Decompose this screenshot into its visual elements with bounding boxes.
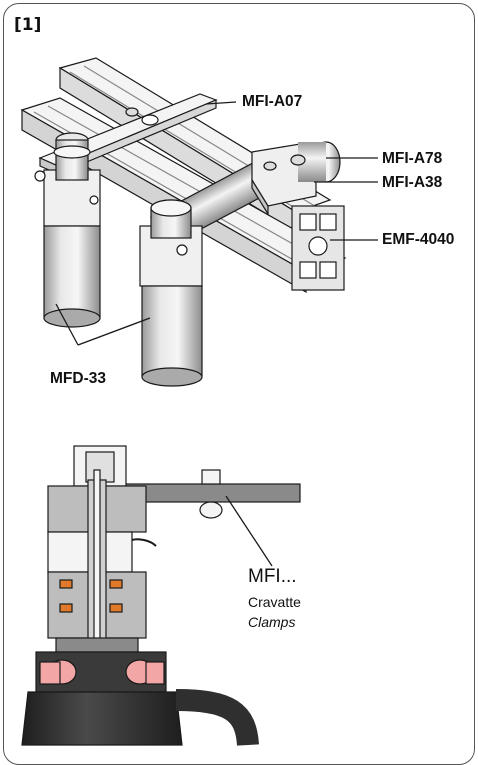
label-mfd-33: MFD-33 (50, 370, 106, 387)
label-mfi-a07: MFI-A07 (242, 93, 303, 110)
label-mfi-part: MFI... (248, 566, 297, 587)
label-mfi-a38: MFI-A38 (382, 174, 443, 191)
leader-lines-upper (55, 101, 378, 346)
caption-cravatte: Cravatte (248, 594, 301, 610)
label-emf-4040: EMF-4040 (382, 231, 455, 248)
section-drawing (21, 445, 301, 747)
figure-number: [1] (14, 15, 42, 35)
assembly-drawing (20, 57, 378, 747)
right-gripper-part (139, 199, 203, 387)
label-mfi-a78: MFI-A78 (382, 150, 443, 167)
leader-line-lower (225, 495, 273, 567)
caption-clamps: Clamps (248, 614, 296, 630)
left-gripper-part (34, 132, 101, 328)
